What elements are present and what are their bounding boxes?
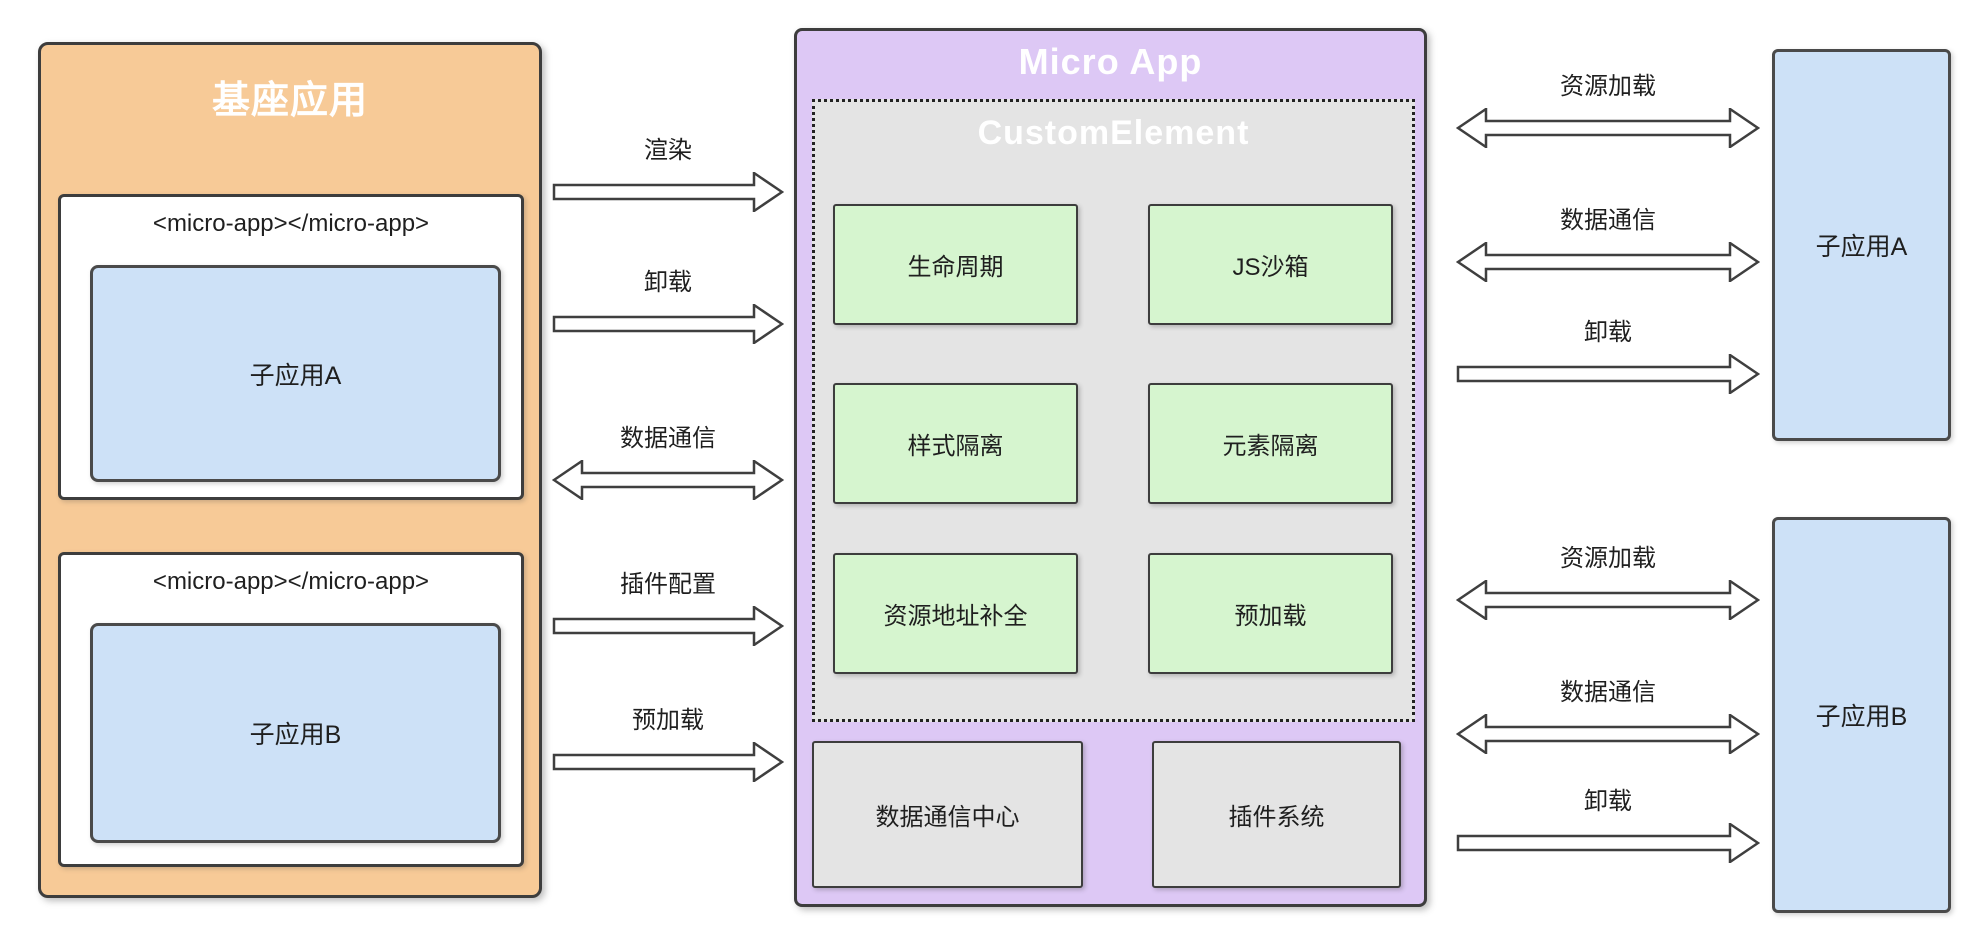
embedded-sub-app-b: 子应用B [90, 623, 501, 843]
arrow-label: 插件配置 [620, 571, 716, 598]
arrow-group-render: 渲染 [552, 136, 784, 212]
arrow-both-icon [1456, 108, 1760, 148]
arrow-group-resource-load-a: 资源加载 [1456, 72, 1760, 148]
arrow-group-unmount-left: 卸载 [552, 268, 784, 344]
base-app-title: 基座应用 [211, 80, 368, 122]
arrow-right-icon [552, 742, 784, 782]
embedded-sub-app-a-label: 子应用A [249, 361, 342, 390]
arrow-label: 预加载 [632, 707, 704, 734]
feature-box-style-isolation: 样式隔离 [833, 383, 1078, 504]
arrow-label: 资源加载 [1560, 545, 1656, 572]
arrow-group-unmount-a: 卸载 [1456, 318, 1760, 394]
module-label: 数据通信中心 [875, 804, 1020, 831]
arrow-label: 数据通信 [1560, 679, 1656, 706]
feature-label: 元素隔离 [1222, 433, 1319, 460]
sub-app-b-box: 子应用B [1772, 517, 1951, 913]
embedded-sub-app-b-label: 子应用B [249, 721, 342, 749]
micro-app-tag-b: <micro-app></micro-app> [152, 568, 430, 595]
micro-app-panel: Micro App CustomElement 生命周期 JS沙箱 样式隔离 元… [794, 28, 1427, 907]
sub-app-a-label: 子应用A [1815, 233, 1908, 261]
sub-app-b-label: 子应用B [1815, 703, 1908, 731]
feature-box-js-sandbox: JS沙箱 [1148, 204, 1393, 325]
feature-box-preload: 预加载 [1148, 553, 1393, 674]
embedded-sub-app-a: 子应用A [90, 265, 501, 482]
arrow-both-icon [1456, 714, 1760, 754]
arrow-right-icon [1456, 354, 1760, 394]
feature-label: 样式隔离 [907, 433, 1004, 460]
arrow-group-data-communication-b: 数据通信 [1456, 678, 1760, 754]
feature-label: JS沙箱 [1232, 254, 1309, 281]
feature-box-lifecycle: 生命周期 [833, 204, 1078, 325]
module-label: 插件系统 [1228, 804, 1325, 831]
micro-app-slot-a: <micro-app></micro-app> 子应用A [58, 194, 524, 500]
micro-app-tag-a: <micro-app></micro-app> [152, 210, 430, 237]
arrow-label: 渲染 [644, 137, 692, 164]
feature-label: 资源地址补全 [883, 603, 1028, 630]
micro-app-title: Micro App [1018, 41, 1203, 82]
arrow-label: 数据通信 [620, 425, 716, 452]
arrow-label: 卸载 [1584, 788, 1632, 815]
arrow-right-icon [552, 606, 784, 646]
arrow-both-icon [1456, 242, 1760, 282]
arrow-group-plugin-config: 插件配置 [552, 570, 784, 646]
custom-element-title: CustomElement [977, 114, 1250, 152]
arrow-label: 资源加载 [1560, 73, 1656, 100]
module-plugin-system: 插件系统 [1152, 741, 1401, 888]
micro-app-slot-b: <micro-app></micro-app> 子应用B [58, 552, 524, 867]
arrow-right-icon [552, 172, 784, 212]
arrow-both-icon [1456, 580, 1760, 620]
arrow-both-icon [552, 460, 784, 500]
arrow-group-preload-left: 预加载 [552, 706, 784, 782]
arrow-group-data-communication-left: 数据通信 [552, 424, 784, 500]
arrow-label: 卸载 [644, 269, 692, 296]
arrow-group-data-communication-a: 数据通信 [1456, 206, 1760, 282]
arrow-label: 数据通信 [1560, 207, 1656, 234]
sub-app-a-box: 子应用A [1772, 49, 1951, 441]
feature-label: 预加载 [1234, 603, 1307, 630]
arrow-right-icon [552, 304, 784, 344]
feature-box-url-completion: 资源地址补全 [833, 553, 1078, 674]
arrow-right-icon [1456, 823, 1760, 863]
feature-label: 生命周期 [907, 254, 1004, 281]
custom-element-box: CustomElement 生命周期 JS沙箱 样式隔离 元素隔离 资源地址补全… [812, 99, 1415, 722]
arrow-group-resource-load-b: 资源加载 [1456, 544, 1760, 620]
module-data-communication-center: 数据通信中心 [812, 741, 1083, 888]
arrow-group-unmount-b: 卸载 [1456, 787, 1760, 863]
arrow-label: 卸载 [1584, 319, 1632, 346]
feature-box-element-isolation: 元素隔离 [1148, 383, 1393, 504]
base-app-panel: 基座应用 <micro-app></micro-app> 子应用A <micro… [38, 42, 542, 898]
